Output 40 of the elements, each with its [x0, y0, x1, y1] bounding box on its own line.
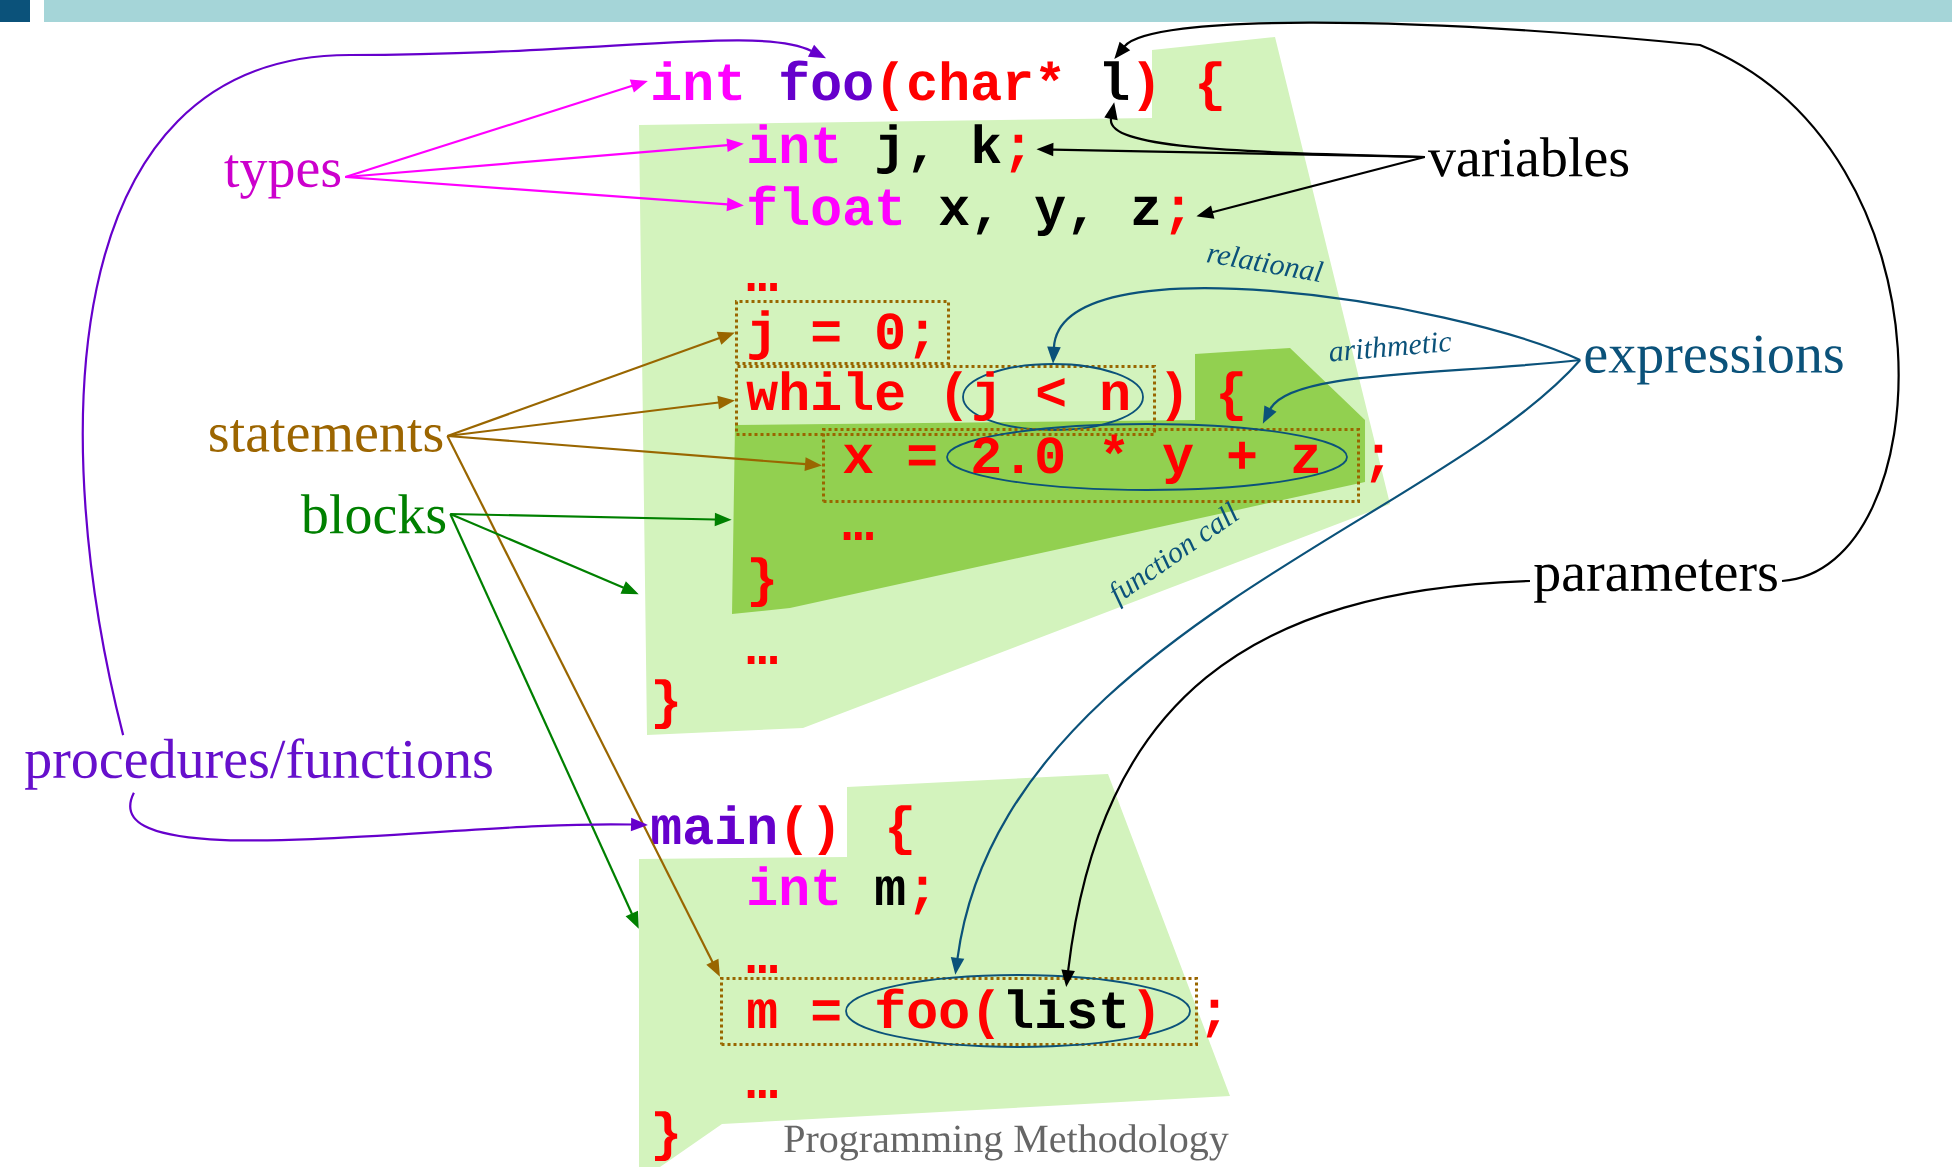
statement-box: j = 0;: [735, 300, 950, 365]
code-text: …: [747, 1090, 777, 1098]
code-token: x, y, z ;: [939, 196, 1184, 237]
code-text: …: [843, 532, 873, 540]
annotation-label: types: [224, 155, 341, 199]
edge-label: arithmetic: [1329, 332, 1451, 362]
code-text: }: [655, 1111, 678, 1162]
code-token: float: [749, 185, 902, 226]
code-text: …: [747, 965, 777, 973]
code-text: ): [1138, 61, 1154, 112]
code-token: list: [1008, 989, 1126, 1029]
code-text: }: [751, 557, 774, 608]
code-text: (char*: [883, 61, 1061, 112]
code-text: (): [787, 805, 834, 856]
code-text: ;: [1206, 999, 1220, 1038]
annotation-label: variables: [1427, 137, 1629, 177]
annotation-label: statements: [210, 419, 443, 452]
code-token: int: [653, 61, 742, 101]
code-text: {: [1220, 371, 1243, 422]
code-token: int: [749, 124, 838, 164]
annotation-label: parameters: [1534, 559, 1777, 603]
code-block: [639, 774, 1230, 1167]
annotation-label: expressions: [1585, 335, 1843, 385]
code-text: …: [747, 656, 777, 664]
code-token: foo: [781, 60, 872, 101]
code-text: ): [1166, 371, 1182, 422]
code-token: main: [652, 805, 775, 845]
code-text: int: [749, 866, 838, 906]
code-text: }: [655, 679, 678, 730]
edge-label: relational: [1206, 246, 1324, 282]
annotation-label: procedures/functions: [25, 738, 492, 790]
annotation-label: blocks: [300, 494, 446, 534]
footer-text: Programming Methodology: [784, 1124, 1229, 1161]
code-text: {: [1199, 61, 1222, 112]
code-text: ;: [1370, 444, 1384, 483]
code-token: j, k ;: [877, 124, 1024, 175]
code-text: {: [889, 805, 912, 856]
code-text: m: [876, 876, 905, 905]
code-token: l: [1104, 61, 1129, 100]
code-text: ;: [914, 876, 928, 915]
